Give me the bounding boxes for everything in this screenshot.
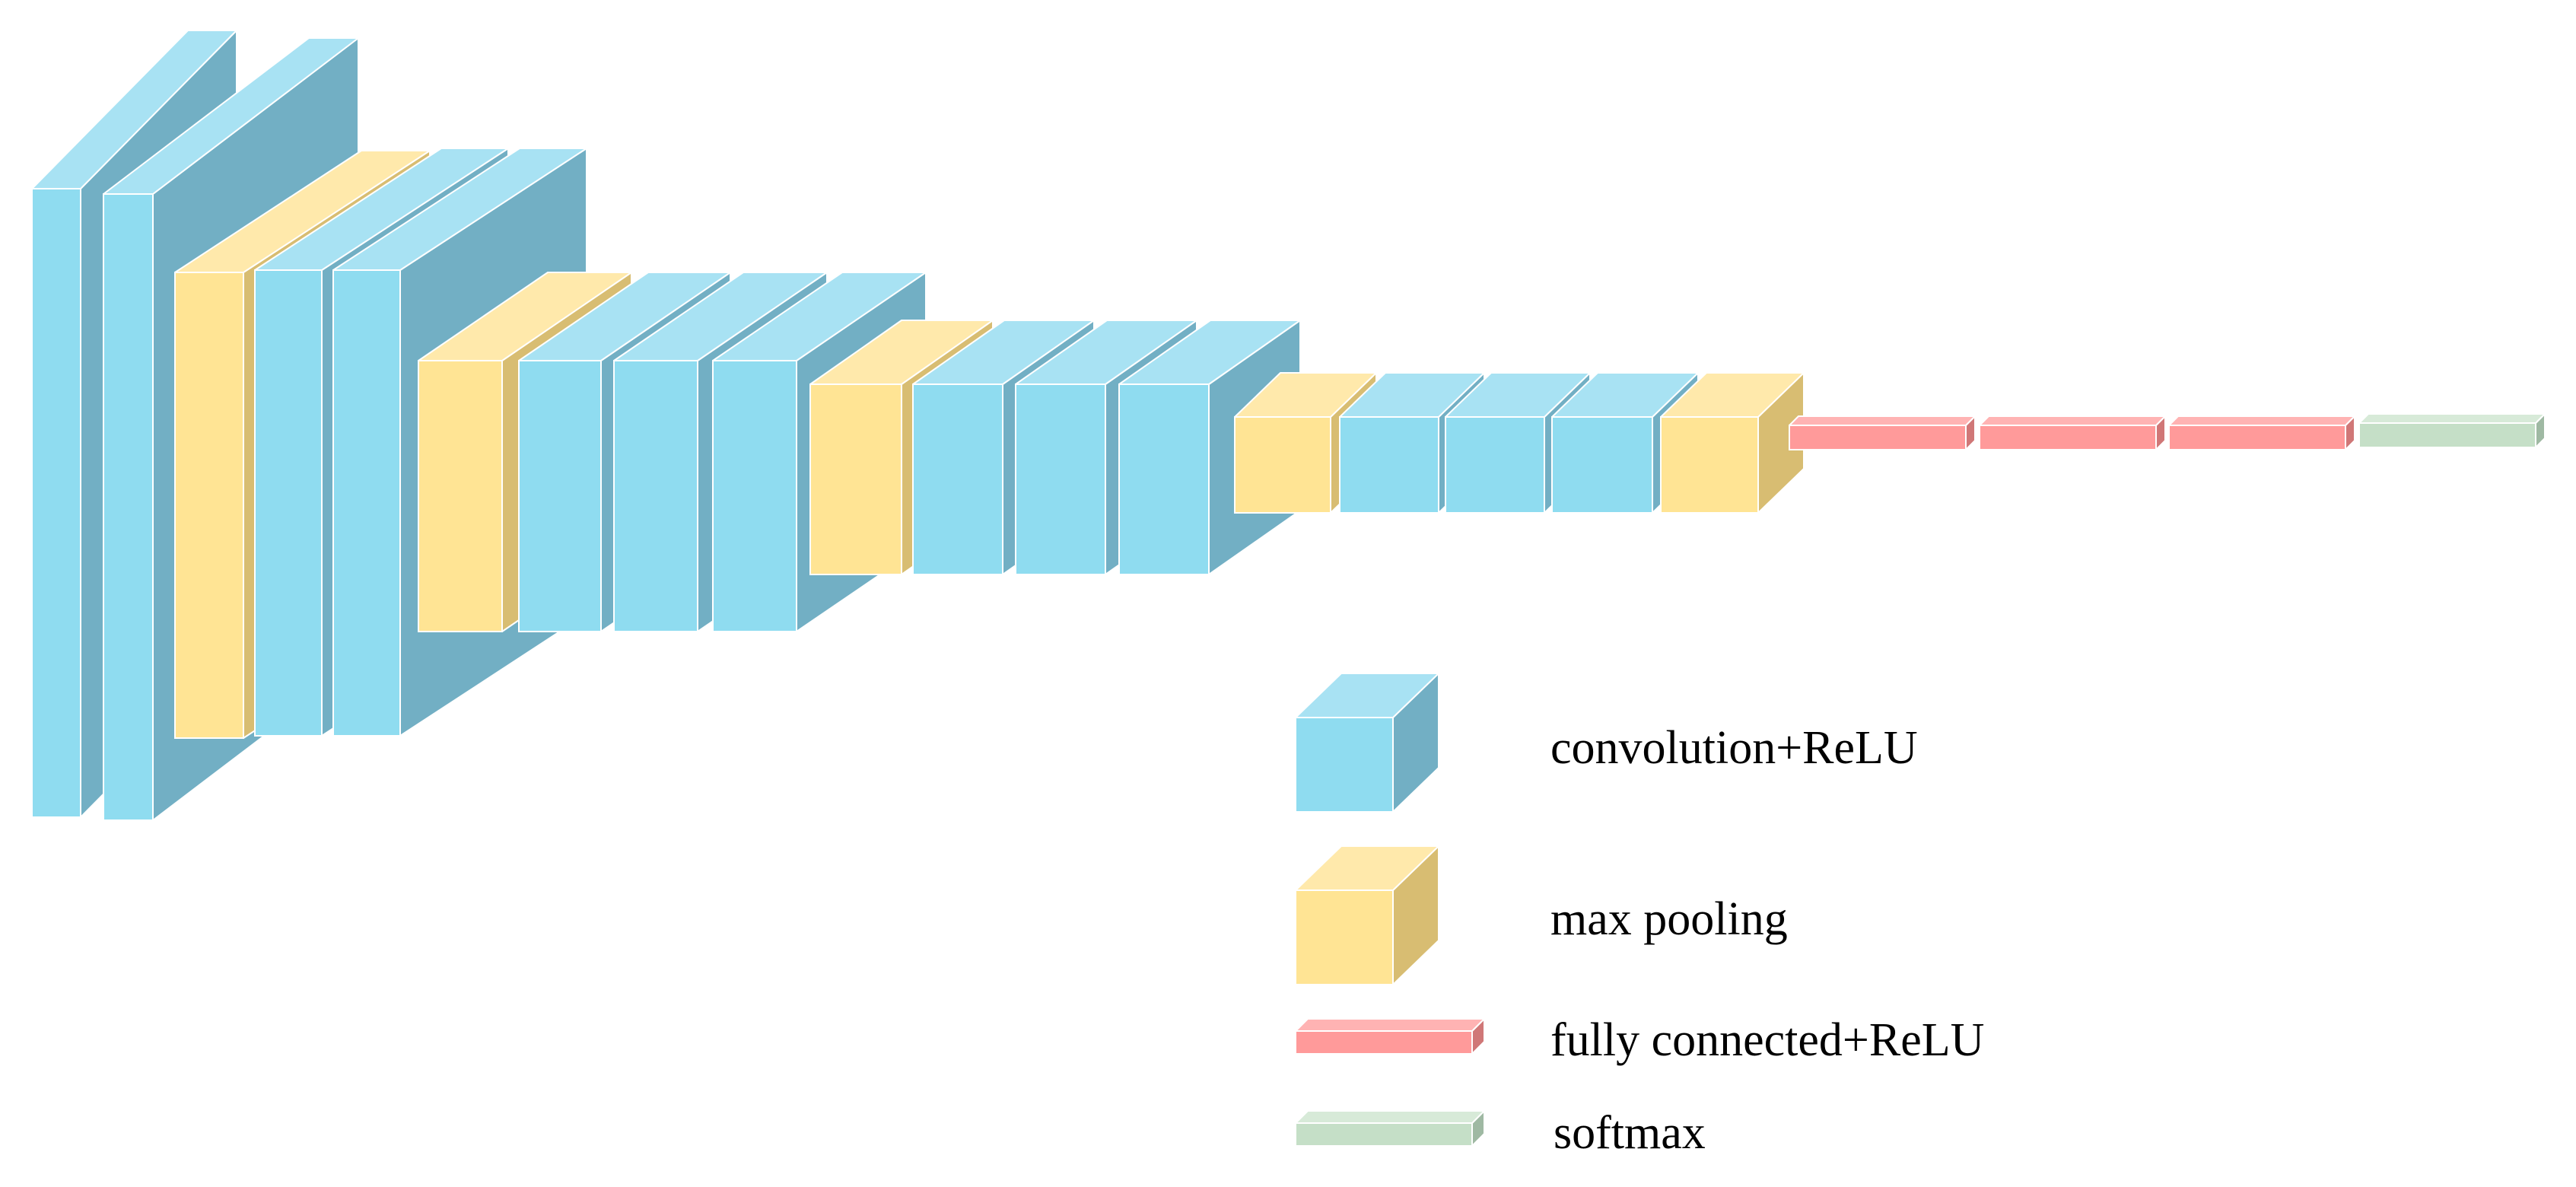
layer-20-fully-connected-block-top-face [1979, 415, 2166, 426]
layer-2-convolution-block-front-face [103, 193, 154, 821]
layer-3-pooling-block-front-face [174, 272, 244, 739]
layer-15-convolution-block-front-face [1339, 416, 1439, 514]
layer-19-fully-connected-block-top-face [1789, 415, 1976, 426]
legend-swatch-fully-connected-top-face [1295, 1018, 1485, 1032]
legend-swatch-pooling-front-face [1295, 889, 1394, 985]
layer-22-softmax-block-top-face [2358, 413, 2546, 424]
layer-21-fully-connected-block-front-face [2168, 425, 2346, 450]
layer-17-convolution-block-front-face [1551, 416, 1653, 514]
layer-21-fully-connected-block [2168, 415, 2355, 450]
layer-8-convolution-block-front-face [613, 360, 698, 632]
legend-swatches [1295, 673, 1485, 1147]
layer-13-convolution-block-front-face [1118, 383, 1210, 575]
legend-label-convolution: convolution+ReLU [1550, 722, 1918, 774]
layer-4-convolution-block-front-face [254, 269, 323, 737]
network-layers [31, 30, 2546, 821]
legend-swatch-fully-connected [1295, 1018, 1485, 1055]
layer-7-convolution-block-front-face [518, 360, 602, 632]
legend-label-max-pooling: max pooling [1550, 893, 1788, 945]
legend-swatch-convolution-front-face [1295, 717, 1394, 813]
legend-swatch-softmax-top-face [1295, 1110, 1485, 1124]
layer-12-convolution-block-front-face [1015, 383, 1106, 575]
layer-5-convolution-block-front-face [332, 269, 401, 737]
legend-swatch-pooling [1295, 845, 1439, 985]
layer-14-pooling-block-front-face [1234, 416, 1331, 514]
legend-swatch-softmax-front-face [1295, 1122, 1473, 1147]
legend-label-softmax: softmax [1554, 1107, 1706, 1159]
layer-18-pooling-block-front-face [1660, 416, 1759, 514]
legend-swatch-softmax [1295, 1110, 1485, 1147]
layer-22-softmax-block [2358, 413, 2546, 448]
layer-9-convolution-block-front-face [712, 360, 797, 632]
layer-10-pooling-block-front-face [809, 383, 902, 575]
layer-21-fully-connected-block-top-face [2168, 415, 2355, 426]
layer-22-softmax-block-front-face [2358, 422, 2536, 448]
layer-6-pooling-block-front-face [418, 360, 503, 632]
legend-label-fully-connected: fully connected+ReLU [1550, 1014, 1984, 1066]
layer-19-fully-connected-block [1789, 415, 1976, 450]
legend-swatch-fully-connected-front-face [1295, 1030, 1473, 1055]
layer-20-fully-connected-block-front-face [1979, 425, 2157, 450]
layer-19-fully-connected-block-front-face [1789, 425, 1967, 450]
layer-11-convolution-block-front-face [912, 383, 1003, 575]
layer-1-convolution-block-front-face [31, 188, 81, 818]
layer-18-pooling-block [1660, 372, 1805, 514]
legend: convolution+ReLU max pooling fully conne… [1295, 673, 1984, 1159]
layer-20-fully-connected-block [1979, 415, 2166, 450]
layer-16-convolution-block-front-face [1445, 416, 1545, 514]
legend-swatch-convolution [1295, 673, 1439, 813]
